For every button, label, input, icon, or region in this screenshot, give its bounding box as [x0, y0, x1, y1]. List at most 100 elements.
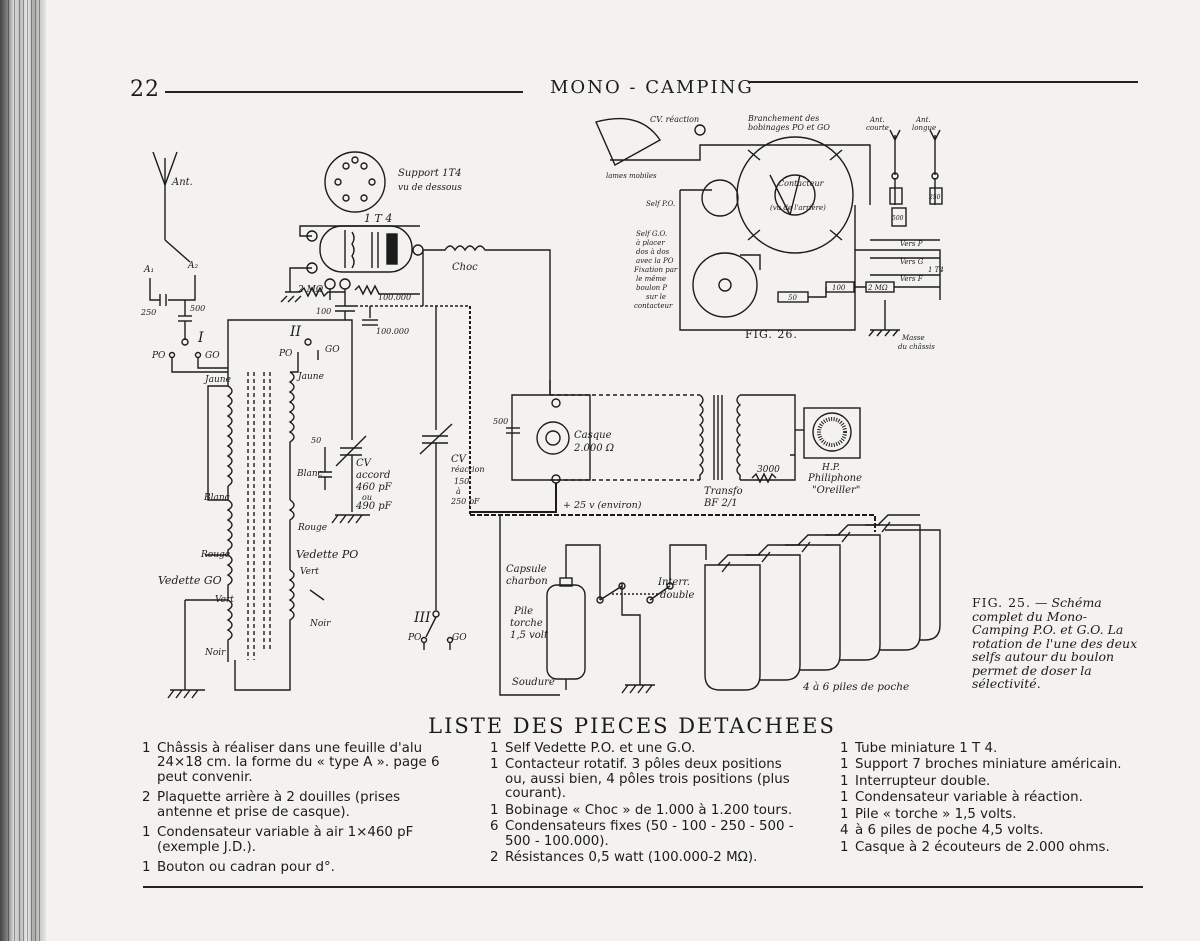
label-interr-2: double — [660, 590, 694, 601]
label-hp-2: Philiphone — [807, 473, 862, 484]
part-quantity: 1 — [840, 741, 849, 756]
part-quantity: 1 — [490, 802, 499, 818]
label-pile-3: 1,5 volt — [510, 630, 549, 641]
footer-rule — [143, 886, 1143, 888]
page-number: 22 — [130, 77, 160, 102]
hp-loudspeaker — [803, 407, 861, 459]
label-cv-reaction-5: 250 pF — [450, 497, 480, 506]
label-pile-2: torche — [510, 618, 543, 629]
label-go-2: GO — [325, 345, 340, 355]
label-ant: Ant. — [171, 177, 193, 188]
label-vert-2: Vert — [300, 567, 319, 577]
label-cv-reaction-1: CV — [451, 454, 468, 465]
label-cv-reaction-3: 150 — [454, 477, 469, 486]
part-description: Bobinage « Choc » de 1.000 à 1.200 tours… — [505, 802, 793, 818]
label-f26-branch-2: bobinages PO et GO — [748, 123, 830, 132]
running-title: MONO - CAMPING — [550, 77, 754, 98]
label-cv-accord-4: ou — [362, 493, 372, 502]
label-blanc-1: Blanc — [203, 493, 230, 503]
figure-caption-text: — Schéma complet du Mono-Camping P.O. et… — [972, 595, 1138, 691]
label-hp-1: H.P. — [821, 463, 840, 473]
part-description: Châssis à réaliser dans une feuille d'al… — [157, 741, 440, 785]
label-f26-branch-1: Branchement des — [747, 114, 819, 123]
label-f26-selfpo: Self P.O. — [646, 200, 675, 208]
label-tube: 1 T 4 — [364, 212, 392, 225]
label-c100000a: 100.000 — [378, 293, 411, 302]
parts-list-item: 4 à 6 piles de poche 4,5 volts. — [840, 823, 1150, 839]
label-noir-2: Noir — [309, 619, 331, 629]
tube-1t4 — [306, 225, 424, 290]
label-soudure: Soudure — [512, 677, 555, 688]
label-f26-selfgo-7: boulon P — [636, 284, 667, 292]
parts-list-item: 1 Bobinage « Choc » de 1.000 à 1.200 tour… — [490, 802, 800, 818]
label-casque-1: Casque — [574, 430, 612, 441]
part-quantity: 1 — [490, 741, 499, 756]
label-f26-versp: Vers P — [900, 240, 923, 248]
label-capsule-1: Capsule — [506, 564, 547, 575]
label-go-1: GO — [205, 351, 220, 361]
label-f26-selfgo-3: dos à dos — [636, 248, 670, 256]
label-jaune-1: Jaune — [203, 375, 231, 385]
label-rouge-1: Rouge — [200, 550, 230, 560]
label-f26-vuarriere: (vu de l'arrière) — [770, 204, 826, 212]
part-description: Casque à 2 écouteurs de 2.000 ohms. — [855, 839, 1110, 855]
label-f26-100: 100 — [832, 284, 846, 292]
label-f26-selfgo-5: Fixation par — [633, 266, 678, 274]
label-a2: A₂ — [187, 261, 198, 271]
label-piles: 4 à 6 piles de poche — [802, 681, 909, 693]
header-rule-left — [165, 91, 523, 93]
part-description: Plaquette arrière à 2 douilles (prises a… — [157, 790, 401, 820]
label-support-2: vu de dessous — [398, 183, 462, 193]
part-quantity: 1 — [840, 806, 849, 822]
label-blanc-2: Blanc — [296, 469, 323, 479]
label-v25: + 25 v (environ) — [563, 500, 642, 511]
pile-torche-battery — [546, 577, 586, 680]
figure-caption: FIG. 25. — Schéma complet du Mono-Campin… — [972, 596, 1142, 691]
part-description: à 6 piles de poche 4,5 volts. — [855, 823, 1044, 839]
label-f26-lames: lames mobiles — [606, 172, 657, 180]
part-quantity: 1 — [490, 757, 499, 773]
label-casque-2: 2.000 Ω — [573, 443, 614, 454]
piles-de-poche — [704, 514, 941, 691]
part-description: Condensateur variable à air 1×460 pF (ex… — [157, 825, 414, 855]
label-po-2: PO — [278, 349, 293, 359]
part-quantity: 2 — [490, 850, 499, 866]
antenna-symbol — [152, 151, 191, 263]
label-f26-2m: 2 MΩ — [867, 284, 888, 292]
label-c500: 500 — [190, 304, 205, 313]
figure-number: FIG. 25. — [972, 595, 1031, 610]
parts-list-title: LISTE DES PIECES DETACHEES — [428, 714, 836, 738]
label-po-3: PO — [407, 633, 422, 643]
part-quantity: 1 — [840, 790, 849, 806]
label-f26-contacteur: Contacteur — [778, 179, 825, 188]
label-vedette-go: Vedette GO — [158, 574, 222, 587]
part-description: Résistances 0,5 watt (100.000-2 MΩ). — [505, 850, 758, 866]
part-description: Tube miniature 1 T 4. — [855, 741, 998, 756]
label-f26-250: 250 — [928, 194, 941, 201]
label-cv-reaction-2: réaction — [451, 465, 485, 474]
label-cv-accord-2: accord — [356, 470, 390, 481]
part-description: Interrupteur double. — [855, 773, 991, 789]
label-f26-selfgo-6: le même — [636, 275, 666, 283]
parts-list-item: 2 Résistances 0,5 watt (100.000-2 MΩ). — [490, 850, 800, 866]
part-quantity: 4 — [840, 823, 849, 839]
label-pile-1: Pile — [513, 606, 533, 617]
part-description: Bouton ou cadran pour d°. — [157, 860, 335, 876]
part-quantity: 1 — [142, 741, 151, 756]
label-capsule-2: charbon — [506, 576, 548, 587]
label-cv-accord-5: 490 pF — [355, 501, 393, 512]
fig26-self-go — [692, 179, 761, 318]
label-switch-iii: III — [413, 610, 431, 626]
label-f26-cv: CV. réaction — [650, 115, 699, 124]
label-c250: 250 — [140, 308, 156, 317]
